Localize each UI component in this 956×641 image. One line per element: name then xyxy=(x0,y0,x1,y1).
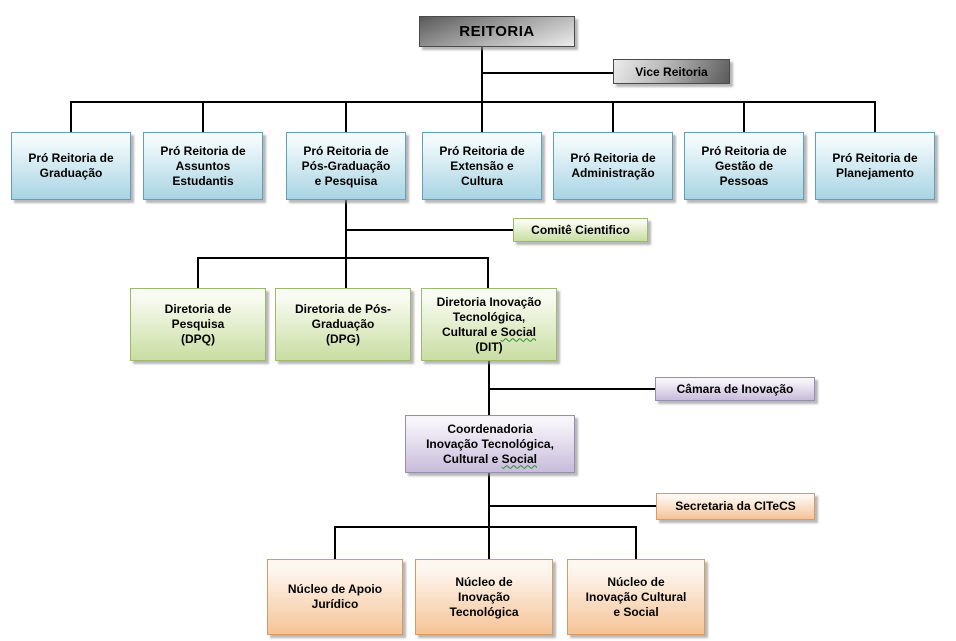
connector-drop-administracao xyxy=(612,101,614,132)
connector-branch-vice-reitoria xyxy=(482,72,613,74)
connector-drop-dpq xyxy=(197,257,199,288)
org-node-reitoria: REITORIA xyxy=(419,16,575,47)
org-node-vice-reitoria-label: Vice Reitoria xyxy=(635,64,708,79)
org-node-reitoria-label: REITORIA xyxy=(459,23,535,40)
org-node-label: Câmara de Inovação xyxy=(676,381,794,396)
org-node-diretoria-pos-graduacao-dpg: Diretoria de Pós-Graduação(DPG) xyxy=(275,288,411,361)
connector-drop-gestao xyxy=(743,101,745,132)
org-node-comite-cientifico: Comitê Cientifico xyxy=(513,218,648,242)
connector-branch-comite xyxy=(346,229,513,231)
connector-row-diretorias xyxy=(197,257,489,259)
connector-trunk-reitoria xyxy=(481,47,483,132)
connector-drop-dit xyxy=(487,257,489,288)
org-node-secretaria-citecs: Secretaria da CITeCS xyxy=(656,493,815,520)
connector-drop-nucleo-juridico xyxy=(334,526,336,559)
org-node-label: Diretoria de Pós-Graduação(DPG) xyxy=(294,302,392,346)
connector-drop-nucleo-cultural xyxy=(635,526,637,559)
connector-drop-pos-graduacao xyxy=(345,101,347,132)
connector-trunk-diretorias xyxy=(345,200,347,288)
org-node-label: Secretaria da CITeCS xyxy=(675,499,796,513)
connector-branch-secretaria xyxy=(489,505,656,507)
connector-drop-graduacao xyxy=(70,101,72,132)
org-node-label: Comitê Cientifico xyxy=(531,222,630,237)
org-node-vice-reitoria: Vice Reitoria xyxy=(613,59,730,84)
connector-row-pro-reitorias xyxy=(71,101,876,103)
connector-drop-assuntos xyxy=(202,101,204,132)
org-node-camara-inovacao: Câmara de Inovação xyxy=(655,377,815,401)
connector-row-nucleos xyxy=(334,526,637,528)
connector-branch-camara xyxy=(489,388,655,390)
connector-drop-planejamento xyxy=(874,101,876,132)
connector-trunk-nucleos xyxy=(488,473,490,559)
